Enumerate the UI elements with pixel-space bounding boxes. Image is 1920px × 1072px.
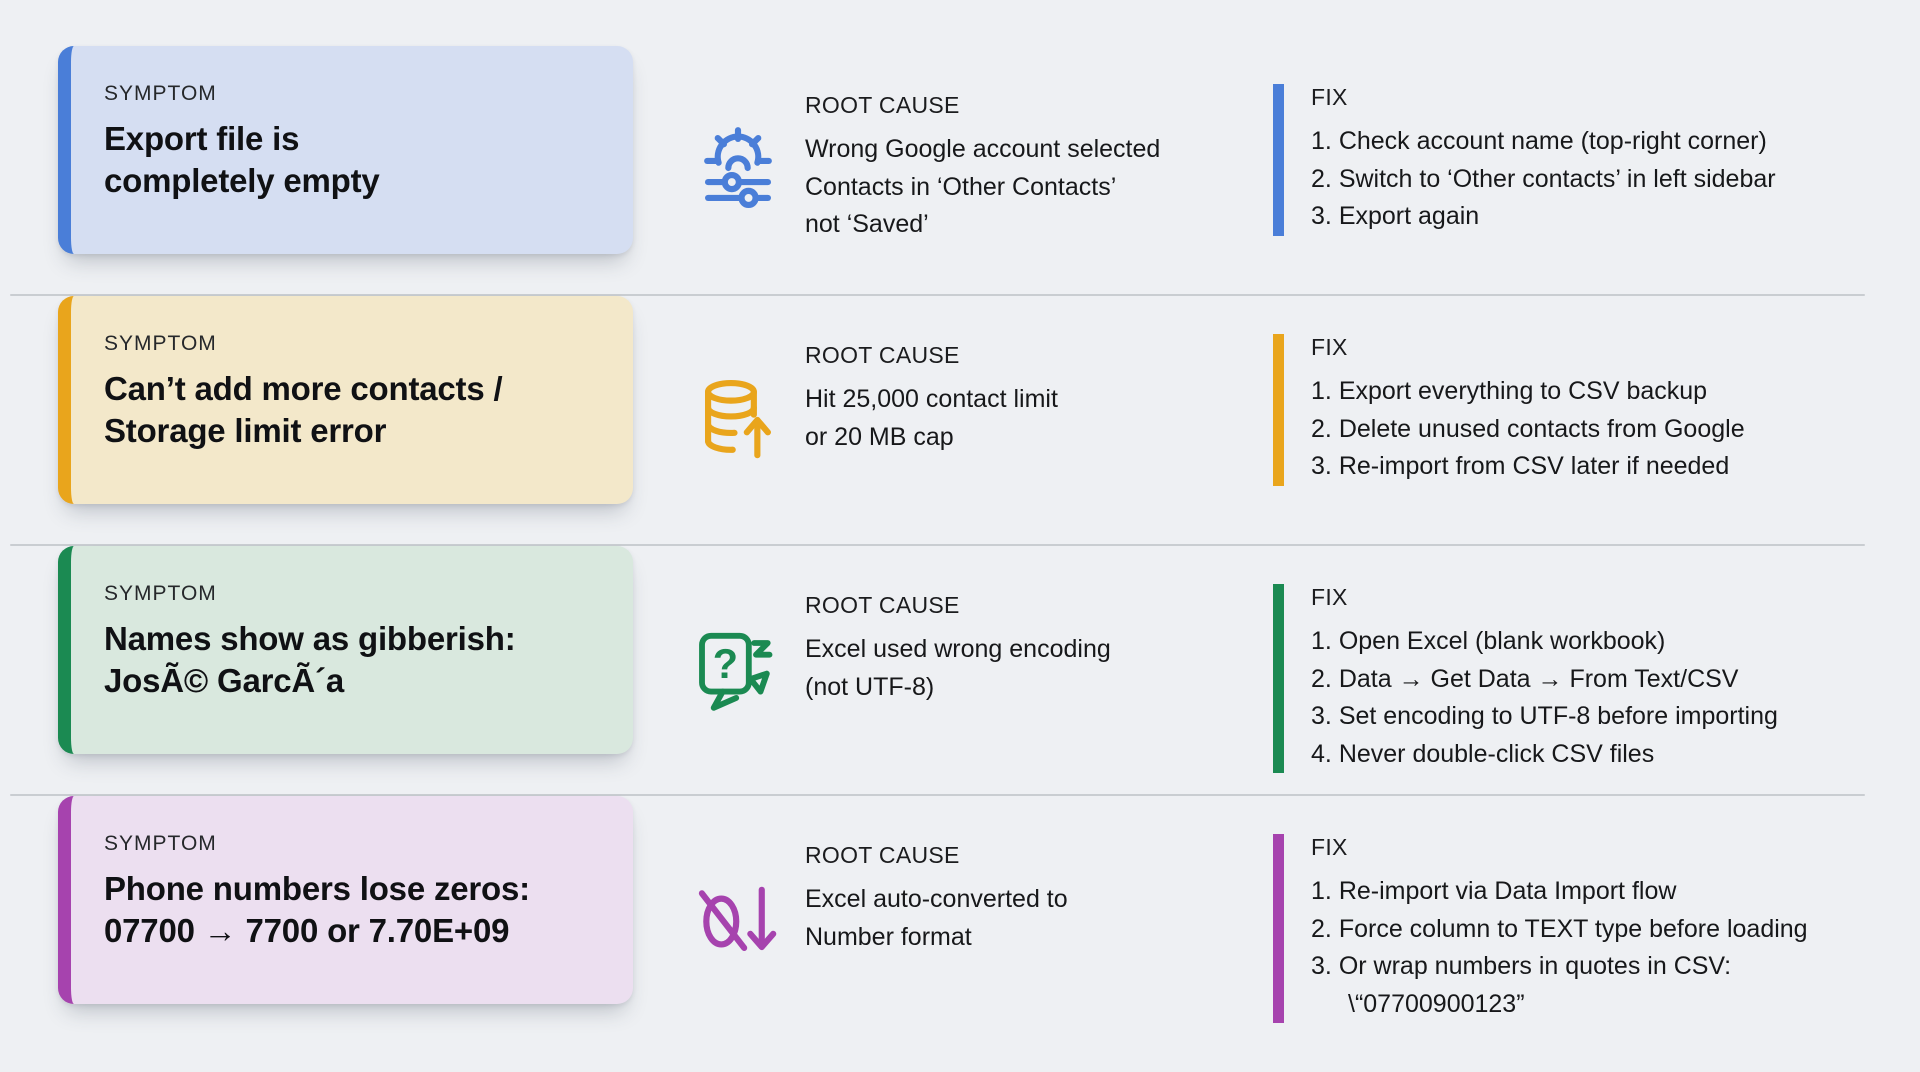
row-encoding-gibberish: SYMPTOM Names show as gibberish: JosÃ© G…	[58, 546, 1880, 794]
symptom-label: SYMPTOM	[104, 82, 217, 105]
root-cause-label: ROOT CAUSE	[805, 592, 960, 618]
symptom-card: SYMPTOM Can’t add more contacts / Storag…	[58, 296, 633, 504]
symptom-label: SYMPTOM	[104, 582, 217, 605]
fix-label: FIX	[1311, 84, 1348, 110]
symptom-card: SYMPTOM Phone numbers lose zeros: 07700 …	[58, 796, 633, 1004]
root-cause-description: Wrong Google account selected Contacts i…	[805, 135, 1161, 238]
row-leading-zeros: SYMPTOM Phone numbers lose zeros: 07700 …	[58, 796, 1880, 1044]
root-cause-label: ROOT CAUSE	[805, 342, 960, 368]
root-cause-label: ROOT CAUSE	[805, 92, 960, 118]
root-cause-description: Hit 25,000 contact limit or 20 MB cap	[805, 385, 1058, 451]
symptom-title: Names show as gibberish: JosÃ© GarcÃ´a	[104, 620, 516, 699]
fix-label: FIX	[1311, 834, 1348, 860]
fix-step: Re-import via Data Import flow	[1338, 877, 1677, 905]
symptom-card: SYMPTOM Names show as gibberish: JosÃ© G…	[58, 546, 633, 754]
root-cause-text: ROOT CAUSE Excel used wrong encoding (no…	[805, 546, 1111, 720]
row-export-empty: SYMPTOM Export file is completely empty	[58, 46, 1880, 294]
root-cause-label: ROOT CAUSE	[805, 842, 960, 868]
root-cause-description: Excel used wrong encoding (not UTF-8)	[805, 635, 1111, 701]
fix-block: FIX Open Excel (blank workbook) Data → Ge…	[1273, 584, 1880, 773]
fix-step: Force column to TEXT type before loading	[1338, 914, 1808, 943]
fix-step: Or wrap numbers in quotes in CSV: \“0770…	[1338, 952, 1732, 1018]
root-cause-description: Excel auto-converted to Number format	[805, 885, 1068, 951]
row-divider	[10, 294, 1865, 296]
root-cause-block: ROOT CAUSE Excel auto-converted to Numbe…	[633, 796, 1273, 966]
fix-step: Check account name (top-right corner)	[1338, 127, 1767, 155]
fix-step: Re-import from CSV later if needed	[1338, 452, 1730, 480]
root-cause-text: ROOT CAUSE Hit 25,000 contact limit or 2…	[805, 296, 1058, 470]
row-storage-limit: SYMPTOM Can’t add more contacts / Storag…	[58, 296, 1880, 544]
fix-steps-list: Open Excel (blank workbook) Data → Get Da…	[1311, 623, 1880, 773]
row-divider	[10, 794, 1865, 796]
root-cause-text: ROOT CAUSE Excel auto-converted to Numbe…	[805, 796, 1068, 966]
fix-step: Open Excel (blank workbook)	[1338, 627, 1666, 655]
symptom-title: Phone numbers lose zeros: 07700 → 7700 o…	[104, 870, 530, 949]
root-cause-block: ? ROOT CAUSE Excel used wrong encoding (…	[633, 546, 1273, 720]
fix-block: FIX Check account name (top-right corner…	[1273, 84, 1880, 236]
root-cause-text: ROOT CAUSE Wrong Google account selected…	[805, 46, 1160, 244]
fix-step: Switch to ‘Other contacts’ in left sideb…	[1338, 164, 1776, 193]
fix-label: FIX	[1311, 584, 1348, 610]
symptom-title: Can’t add more contacts / Storage limit …	[104, 370, 503, 449]
symptom-title: Export file is completely empty	[104, 120, 380, 199]
fix-label: FIX	[1311, 334, 1348, 360]
zero-strikethrough-icon	[693, 796, 783, 966]
fix-step: Never double-click CSV files	[1338, 739, 1655, 768]
root-cause-block: ROOT CAUSE Wrong Google account selected…	[633, 46, 1273, 244]
fix-step: Delete unused contacts from Google	[1338, 414, 1745, 443]
fix-step: Export everything to CSV backup	[1338, 377, 1708, 405]
database-upload-icon	[693, 296, 783, 470]
svg-text:?: ?	[713, 641, 738, 687]
row-divider	[10, 544, 1865, 546]
symptom-label: SYMPTOM	[104, 332, 217, 355]
fix-step: Export again	[1338, 202, 1480, 230]
root-cause-block: ROOT CAUSE Hit 25,000 contact limit or 2…	[633, 296, 1273, 470]
fix-step: Data → Get Data → From Text/CSV	[1338, 664, 1739, 693]
fix-step: Set encoding to UTF-8 before importing	[1338, 702, 1778, 730]
fix-steps-list: Check account name (top-right corner) Swi…	[1311, 123, 1880, 236]
symptom-label: SYMPTOM	[104, 832, 217, 855]
encoding-question-icon: ?	[693, 546, 783, 720]
symptom-card: SYMPTOM Export file is completely empty	[58, 46, 633, 254]
settings-sliders-icon	[693, 46, 783, 244]
